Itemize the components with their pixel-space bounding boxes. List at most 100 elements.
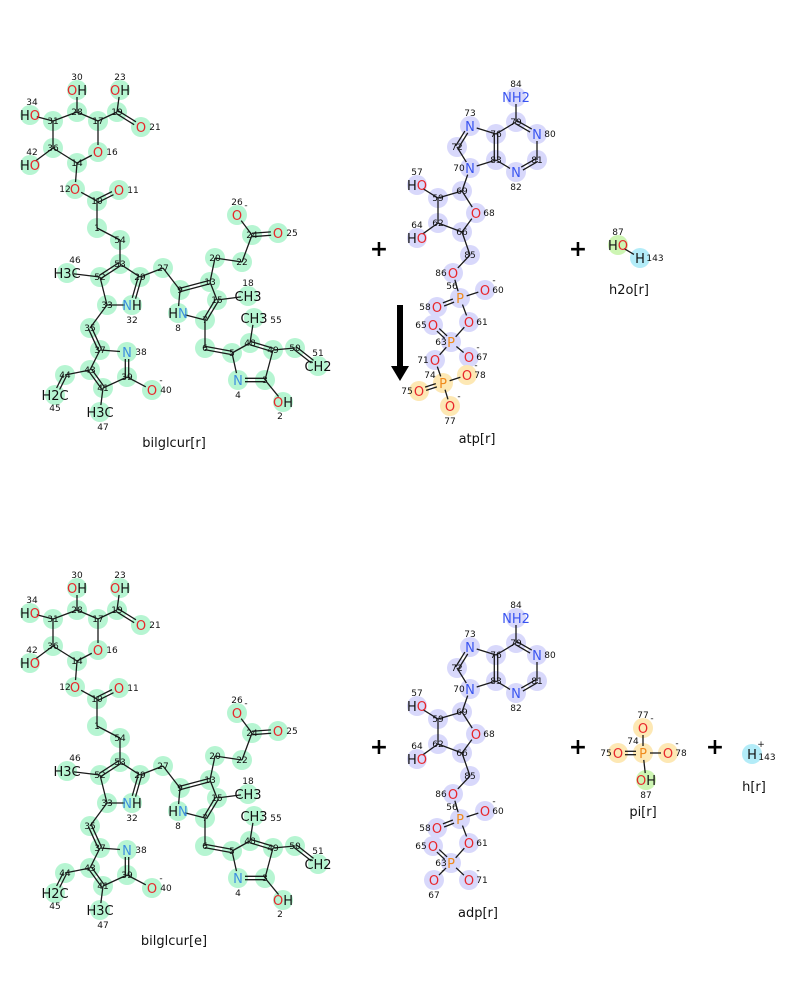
- atom-highlight: [142, 380, 162, 400]
- atom-number: 53: [114, 260, 125, 270]
- bond: [454, 279, 459, 292]
- atom-charge: -: [476, 866, 479, 876]
- atom-number: 81: [531, 156, 542, 166]
- atom-number: 56: [446, 803, 458, 813]
- atom-number: 9: [177, 286, 183, 296]
- atom-highlight: [273, 392, 293, 412]
- atom-number: 82: [510, 704, 521, 714]
- atom-number: 76: [490, 130, 502, 140]
- atom-number: 85: [464, 251, 475, 261]
- atom-number: 78: [675, 749, 687, 759]
- bond: [249, 822, 254, 842]
- atom-number: 29: [134, 273, 146, 283]
- bond: [495, 159, 511, 169]
- double-bond: [95, 689, 113, 699]
- atom-number: 71: [476, 876, 487, 886]
- double-bond: [180, 781, 211, 791]
- double-bond: [100, 762, 122, 777]
- atom-number: 70: [453, 164, 465, 174]
- atom-number: 48: [244, 837, 256, 847]
- double-bond: [98, 262, 120, 277]
- bond: [422, 743, 439, 756]
- bond: [35, 147, 54, 162]
- atom-label: O: [70, 183, 80, 198]
- atom-highlight: [608, 235, 628, 255]
- bond: [73, 273, 101, 278]
- atom-number: 19: [111, 108, 123, 118]
- atom-highlight: [506, 162, 526, 182]
- atom-label: HO: [20, 657, 40, 672]
- bond: [264, 877, 280, 895]
- atom-label: CH2: [304, 858, 331, 873]
- bond: [126, 874, 147, 886]
- double-bond: [455, 651, 466, 668]
- bond: [80, 689, 98, 700]
- atom-highlight: [273, 890, 293, 910]
- atom-number: 13: [204, 278, 215, 288]
- bond: [461, 218, 473, 233]
- double-bond: [87, 328, 100, 351]
- double-bond: [251, 231, 271, 234]
- atom-highlight: [308, 854, 328, 874]
- atom-number: 64: [411, 742, 423, 752]
- bond: [99, 349, 121, 353]
- bond: [623, 248, 635, 255]
- bond: [455, 847, 465, 859]
- atom-label: N: [122, 844, 132, 859]
- atom-label: CH2: [304, 360, 331, 375]
- atom-highlight: [117, 342, 137, 362]
- bond: [436, 366, 442, 377]
- atom-label: H: [747, 748, 757, 763]
- bond: [438, 867, 447, 876]
- atom-highlight: [168, 303, 188, 323]
- atom-number: 54: [114, 236, 126, 246]
- atom-number: 3: [262, 874, 268, 884]
- atom-label: N: [465, 683, 475, 698]
- atom-label: O: [273, 725, 283, 740]
- double-bond: [249, 344, 273, 353]
- atom-label: O: [613, 747, 623, 762]
- atom-highlight: [268, 721, 288, 741]
- bond: [64, 867, 91, 874]
- atom-number: 10: [91, 197, 103, 207]
- atom-label: P: [439, 377, 447, 392]
- atom-highlight: [427, 818, 447, 838]
- double-bond: [97, 692, 114, 702]
- atom-label: O: [430, 354, 440, 369]
- atom-highlight: [110, 80, 130, 100]
- atom-number: 71: [417, 356, 428, 366]
- bond: [97, 609, 118, 620]
- atom-number: 65: [415, 842, 426, 852]
- atom-highlight: [228, 868, 248, 888]
- atom-label: OH: [67, 582, 87, 597]
- atom-number: 8: [175, 822, 181, 832]
- atom-highlight: [88, 142, 108, 162]
- bond: [476, 648, 497, 656]
- atom-highlight: [527, 124, 547, 144]
- double-bond: [180, 283, 211, 293]
- atom-number: 75: [600, 749, 611, 759]
- atom-label: O: [428, 319, 438, 334]
- atom-highlight: [450, 809, 470, 829]
- atom-highlight: [407, 749, 427, 769]
- bond: [272, 347, 296, 351]
- double-bond: [442, 298, 454, 304]
- atom-number: 35: [84, 822, 95, 832]
- double-bond: [131, 276, 139, 298]
- atom-number: 31: [47, 117, 58, 127]
- double-bond: [205, 798, 220, 820]
- double-bond: [252, 234, 272, 238]
- atom-charge: -: [675, 739, 678, 749]
- bond: [231, 352, 238, 374]
- atom-label: N: [511, 687, 521, 702]
- double-bond: [87, 826, 100, 849]
- bond: [96, 725, 121, 739]
- atom-number: 53: [114, 758, 125, 768]
- double-bond: [202, 796, 217, 818]
- atom-number: 2: [277, 412, 283, 422]
- bond: [102, 874, 128, 887]
- atom-number: 16: [106, 148, 118, 158]
- bond: [264, 847, 274, 879]
- atom-number: 51: [312, 349, 323, 359]
- atom-highlight: [117, 840, 137, 860]
